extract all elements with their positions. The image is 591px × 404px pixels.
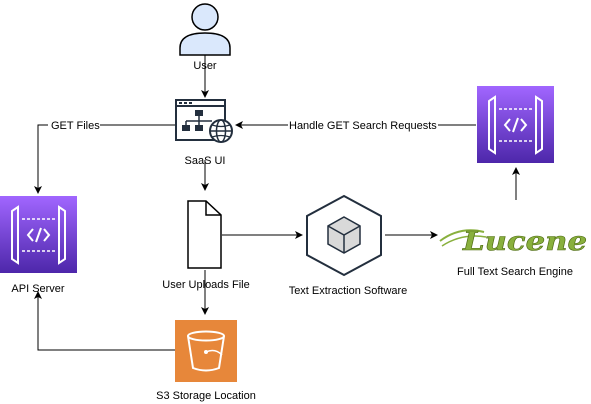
cube-icon <box>306 194 382 277</box>
get-files-label-bg <box>48 118 100 132</box>
search-engine-gateway-node <box>477 86 554 163</box>
user-label: User <box>193 60 217 72</box>
api-server-label: API Server <box>11 283 65 295</box>
user-node: User <box>179 3 231 72</box>
handle-get-label-bg <box>288 118 438 132</box>
user-uploads-label: User Uploads File <box>162 279 249 291</box>
saas-ui-node: SaaS UI <box>175 99 233 167</box>
web-application-icon <box>175 99 233 143</box>
user-uploads-node: User Uploads File <box>162 200 250 291</box>
lucene-logo: Lucene <box>439 227 587 257</box>
user-icon <box>179 3 231 56</box>
get-files-label: GET Files <box>51 120 100 132</box>
s3-node: S3 Storage Location <box>156 320 256 402</box>
text-extraction-label: Text Extraction Software <box>289 285 408 297</box>
handle-get-label: Handle GET Search Requests <box>289 120 437 132</box>
full-text-search-label: Full Text Search Engine <box>457 266 573 278</box>
api-gateway-icon <box>477 86 554 163</box>
api-gateway-icon <box>0 196 77 273</box>
s3-bucket-icon <box>175 320 237 382</box>
edge-get-files <box>34 124 175 194</box>
api-server-node: API Server <box>0 196 77 295</box>
file-icon <box>187 200 222 269</box>
text-extraction-node: Text Extraction Software <box>289 194 408 297</box>
lucene-node: Lucene Full Text Search Engine <box>439 227 587 278</box>
saas-ui-label: SaaS UI <box>185 155 226 167</box>
s3-label: S3 Storage Location <box>156 390 256 402</box>
edge-s3-to-api <box>34 291 175 351</box>
lucene-logo-text: Lucene <box>462 227 587 257</box>
